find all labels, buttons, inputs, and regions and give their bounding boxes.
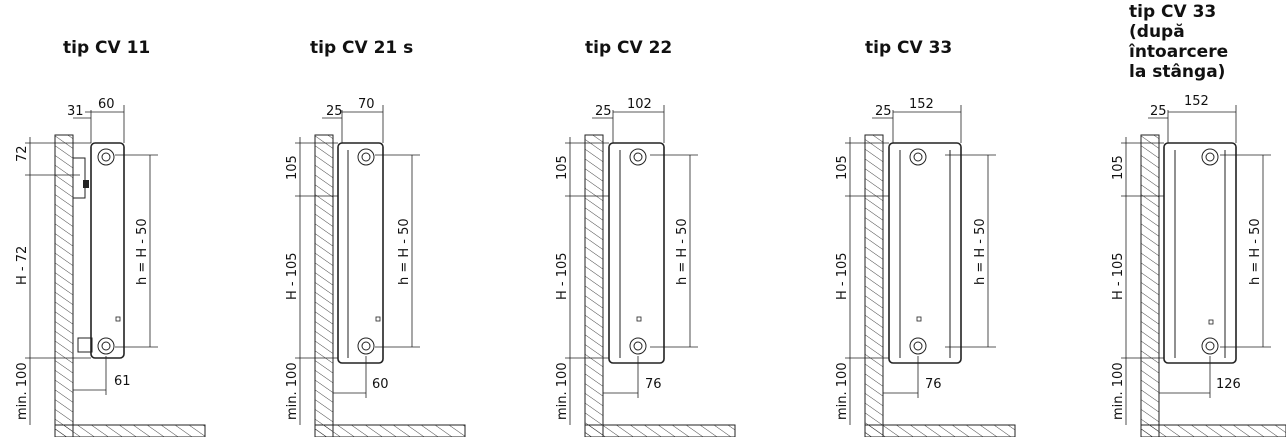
panel-cv21s: tip CV 21 s 25 70 105 H - 105 min. 100 h <box>260 0 500 437</box>
dim-label: 152 <box>909 97 934 112</box>
panel-title: tip CV 21 s <box>310 38 414 58</box>
dim-label: 76 <box>645 377 662 392</box>
floor-section <box>54 424 206 437</box>
dim-label: min. 100 <box>1111 362 1126 420</box>
dim-label: 102 <box>627 97 652 112</box>
dim-label: H - 105 <box>1111 252 1126 300</box>
wall-section <box>864 134 884 437</box>
dim-label: H - 105 <box>285 252 300 300</box>
panel-cv33: tip CV 33 25 152 105 H - 105 min. 100 <box>805 0 1025 437</box>
dim-label: 25 <box>875 104 892 119</box>
dim-label: 25 <box>595 104 612 119</box>
dim-label: 126 <box>1216 377 1241 392</box>
dim-label: H - 72 <box>15 246 30 285</box>
wall-section <box>584 134 604 437</box>
wall-section <box>314 134 334 437</box>
dim-label: H - 105 <box>555 252 570 300</box>
radiator-body <box>608 142 665 364</box>
panel-title: tip CV 33 <box>865 38 953 58</box>
dim-label: 25 <box>1150 104 1167 119</box>
radiator-drawing: 25 102 105 H - 105 min. 100 h = H - 50 7… <box>555 97 736 437</box>
dim-label: min. 100 <box>285 362 300 420</box>
radiator-drawing: 25 70 105 H - 105 min. 100 h = H - 50 60 <box>285 97 466 437</box>
dim-label: 31 <box>67 104 84 119</box>
dim-label: 105 <box>835 155 850 180</box>
dim-label: min. 100 <box>835 362 850 420</box>
panel-cv33-left: tip CV 33 (după întoarcere la stânga) 25… <box>1086 0 1286 437</box>
panel-title: tip CV 33 (după întoarcere la stânga) <box>1129 2 1229 82</box>
panel-cv11: tip CV 11 31 <box>0 0 240 437</box>
dim-label: 105 <box>285 155 300 180</box>
dim-label: min. 100 <box>15 362 30 420</box>
radiator-body <box>90 142 125 359</box>
radiator-body <box>888 142 962 364</box>
radiator-drawing: 25 152 105 H - 105 min. 100 h = H - 50 7… <box>835 97 1016 437</box>
dim-label: 60 <box>372 377 389 392</box>
dim-label: 70 <box>358 97 375 112</box>
radiator-body <box>337 142 384 364</box>
dim-label: H - 105 <box>835 252 850 300</box>
bracket <box>72 157 86 199</box>
dim-label: 105 <box>1111 155 1126 180</box>
floor-section <box>1140 424 1286 437</box>
dim-label: h = H - 50 <box>1248 218 1263 285</box>
panel-title: tip CV 11 <box>63 38 151 58</box>
panel-cv22: tip CV 22 25 102 105 H - 105 min. 100 h <box>525 0 765 437</box>
dim-label: 76 <box>925 377 942 392</box>
dim-label: h = H - 50 <box>675 218 690 285</box>
radiator-body <box>1163 142 1237 364</box>
floor-section <box>314 424 466 437</box>
dim-label: 72 <box>15 145 30 162</box>
radiator-drawing: 25 152 105 H - 105 min. 100 h = H - 50 1… <box>1111 94 1286 437</box>
valve <box>77 337 93 353</box>
dim-label: 25 <box>326 104 343 119</box>
dim-label: h = H - 50 <box>135 218 150 285</box>
dim-label: h = H - 50 <box>397 218 412 285</box>
dim-label: 105 <box>555 155 570 180</box>
floor-section <box>864 424 1016 437</box>
floor-section <box>584 424 736 437</box>
wall-section <box>54 134 74 437</box>
dim-label: 152 <box>1184 94 1209 109</box>
dim-label: h = H - 50 <box>973 218 988 285</box>
dim-label: 61 <box>114 374 131 389</box>
panel-title: tip CV 22 <box>585 38 673 58</box>
wall-section <box>1140 134 1160 437</box>
dim-label: min. 100 <box>555 362 570 420</box>
dim-label: 60 <box>98 97 115 112</box>
radiator-drawing: 31 60 72 H - 72 min. 100 h = H - 50 61 <box>15 97 206 437</box>
